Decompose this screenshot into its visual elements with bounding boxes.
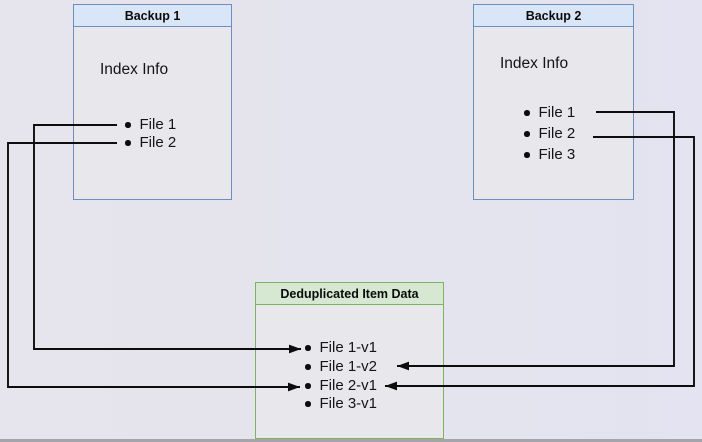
list-item-dedup-file2-v1: File 2-v1 xyxy=(305,377,377,395)
list-item-backup2-file1: File 1 xyxy=(524,104,575,122)
node-backup-1-title: Backup 1 xyxy=(74,5,231,27)
bullet-icon xyxy=(524,110,530,116)
node-backup-1-body xyxy=(74,27,231,199)
bullet-icon xyxy=(524,131,530,137)
list-item-backup1-file1: File 1 xyxy=(125,116,176,134)
list-item-dedup-file3-v1: File 3-v1 xyxy=(305,395,377,413)
backup-1-index-info-label: Index Info xyxy=(100,61,169,78)
bullet-icon xyxy=(305,383,311,389)
node-backup-1: Backup 1 xyxy=(73,4,232,200)
list-item-backup2-file2: File 2 xyxy=(524,125,575,143)
list-item-backup1-file2: File 2 xyxy=(125,134,176,152)
bullet-icon xyxy=(305,345,311,351)
window-bottom-edge xyxy=(0,439,702,442)
bullet-icon xyxy=(305,364,311,370)
node-backup-2: Backup 2 xyxy=(473,4,634,200)
list-item-dedup-file1-v1: File 1-v1 xyxy=(305,339,377,357)
list-item-backup2-file3: File 3 xyxy=(524,146,575,164)
node-dedup-title: Deduplicated Item Data xyxy=(256,283,443,305)
bullet-icon xyxy=(125,122,131,128)
list-item-dedup-file1-v2: File 1-v2 xyxy=(305,358,377,376)
node-backup-2-title: Backup 2 xyxy=(474,5,633,27)
bullet-icon xyxy=(524,152,530,158)
bullet-icon xyxy=(125,140,131,146)
bullet-icon xyxy=(305,401,311,407)
backup-2-index-info-label: Index Info xyxy=(500,55,569,72)
